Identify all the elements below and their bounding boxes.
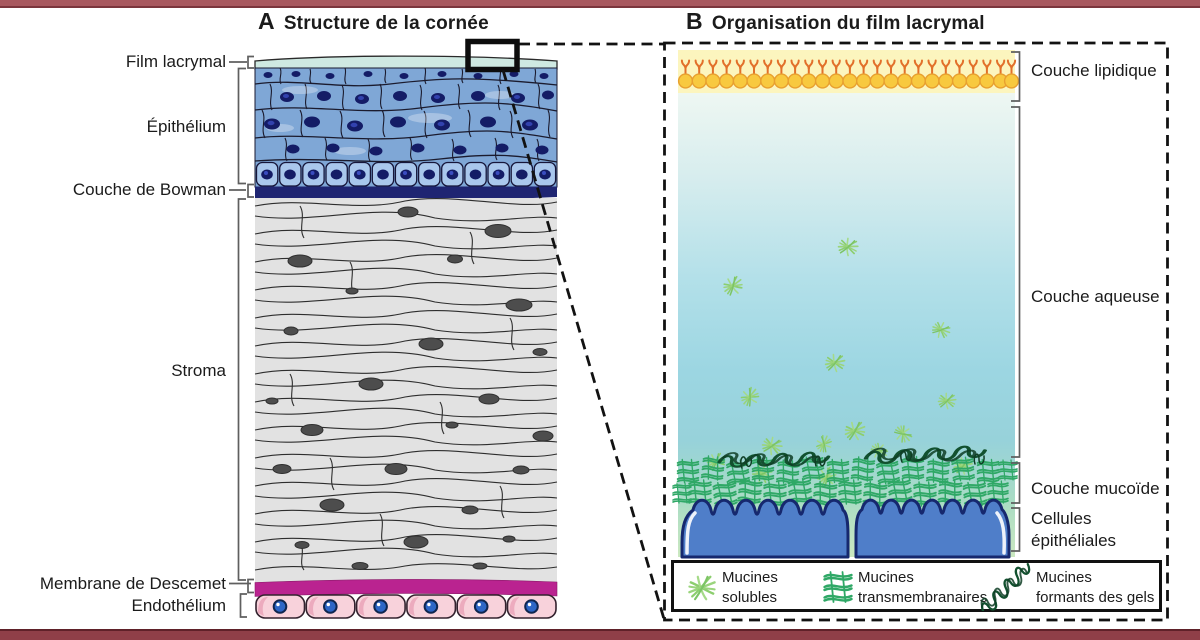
gel-forming-mucins — [717, 446, 985, 469]
descemet-layer — [254, 579, 558, 597]
zoom-box — [465, 38, 520, 73]
lipid-layer — [677, 50, 1020, 93]
basal-cell-row — [255, 161, 557, 187]
legend-box: Mucines solubles Mucines transmembranair… — [671, 560, 1162, 612]
label-endothelium: Endothélium — [131, 596, 226, 615]
label-stroma: Stroma — [171, 361, 226, 380]
panel-a-brackets — [229, 55, 254, 618]
legend-gels-line1: Mucines — [1036, 569, 1092, 586]
panel-b-dashed-border — [663, 41, 1169, 622]
label-couche-mucoide: Couche mucoïde — [1031, 479, 1160, 498]
label-epithelium: Épithélium — [146, 117, 226, 136]
label-cellules-line2: épithéliales — [1031, 531, 1117, 550]
legend-transmembranaires-line2: transmembranaires — [858, 589, 988, 606]
legend-solubles-line1: Mucines — [722, 569, 778, 586]
legend-item-gels: Mucines formants des gels — [1036, 568, 1154, 608]
panel-b-letter: B — [686, 8, 703, 34]
panel-a-illustration — [229, 55, 558, 619]
legend-item-transmembranaires: Mucines transmembranaires — [858, 568, 987, 608]
label-membrane-descemet: Membrane de Descemet — [39, 574, 226, 593]
label-cellules-line1: Cellules — [1031, 509, 1092, 528]
panel-b-title-text: Organisation du film lacrymal — [711, 13, 985, 34]
stroma-layer — [254, 198, 558, 583]
label-cellules-epitheliales: Cellules épithéliales — [1031, 508, 1116, 552]
label-film-lacrymal: Film lacrymal — [125, 52, 226, 71]
mucin-transmembrane-icon — [823, 570, 853, 604]
bottom-frame-bar — [0, 629, 1200, 640]
film-lacrymal-layer — [254, 55, 558, 70]
panel-a-title-text: Structure de la cornée — [283, 13, 489, 34]
mucoid-layer — [672, 446, 1018, 509]
endothelium-layer — [255, 594, 557, 619]
connector-dashed-lines — [501, 42, 666, 620]
epithelial-cells-b — [680, 498, 1011, 559]
legend-item-solubles: Mucines solubles — [722, 568, 778, 608]
label-couche-de-bowman: Couche de Bowman — [72, 180, 226, 199]
mucin-gel-icon — [980, 563, 1036, 611]
panel-b-brackets — [1011, 51, 1021, 552]
bowman-layer — [255, 186, 557, 201]
label-couche-aqueuse: Couche aqueuse — [1031, 287, 1160, 306]
top-frame-bar — [0, 0, 1200, 8]
panel-b-illustration — [672, 50, 1021, 559]
panel-b-title: B Organisation du film lacrymal — [686, 8, 985, 35]
legend-gels-line2: formants des gels — [1036, 589, 1155, 606]
epithelium-layer — [254, 67, 558, 188]
legend-solubles-line2: solubles — [722, 589, 778, 606]
mucin-soluble-icon — [688, 575, 716, 601]
label-couche-lipidique: Couche lipidique — [1031, 61, 1157, 80]
panel-a-title: A Structure de la cornée — [258, 8, 489, 35]
legend-transmembranaires-line1: Mucines — [858, 569, 914, 586]
panel-a-letter: A — [258, 8, 275, 34]
